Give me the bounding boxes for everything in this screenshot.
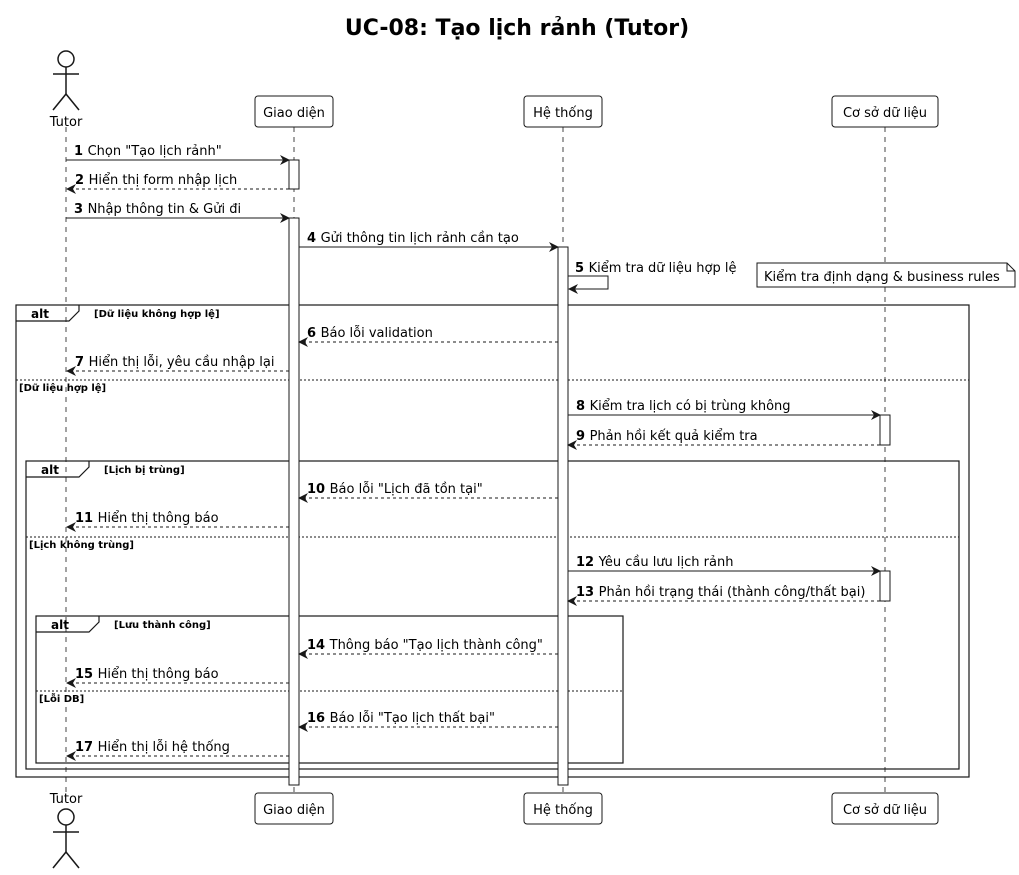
message-2: 2 Hiển thị form nhập lịch (66, 173, 289, 194)
diagram-title: UC-08: Tạo lịch rảnh (Tutor) (345, 16, 689, 41)
message-label: 4 Gửi thông tin lịch rảnh cần tạo (307, 231, 519, 246)
message-label: 7 Hiển thị lỗi, yêu cầu nhập lại (75, 355, 274, 370)
actor-label: Tutor (49, 792, 83, 807)
message-label: 8 Kiểm tra lịch có bị trùng không (576, 399, 791, 414)
participant-sys: Hệ thống (523, 792, 603, 825)
activation-db (879, 414, 891, 446)
message-label: 5 Kiểm tra dữ liệu hợp lệ (575, 261, 736, 276)
fragment-operator: alt (41, 463, 59, 477)
message-label: 17 Hiển thị lỗi hệ thống (75, 740, 230, 755)
message-label: 1 Chọn "Tạo lịch rảnh" (74, 144, 222, 159)
alt-fragment: alt [Lịch bị trùng] [Lịch không trùng] (25, 460, 960, 770)
participant-ui: Giao diện (254, 792, 334, 825)
activation-ui (288, 217, 300, 786)
message-label: 9 Phản hồi kết quả kiểm tra (576, 429, 758, 444)
message-label: 13 Phản hồi trạng thái (thành công/thất … (576, 585, 865, 600)
message-label: 10 Báo lỗi "Lịch đã tồn tại" (307, 482, 483, 497)
message-16: 16 Báo lỗi "Tạo lịch thất bại" (298, 711, 558, 732)
activation-sys (557, 246, 569, 786)
message-label: 12 Yêu cầu lưu lịch rảnh (576, 555, 733, 570)
message-11: 11 Hiển thị thông báo (66, 511, 289, 532)
message-13: 13 Phản hồi trạng thái (thành công/thất … (567, 585, 880, 606)
alt-fragment: alt [Dữ liệu không hợp lệ] [Dữ liệu hợp lệ… (15, 304, 970, 778)
message-10: 10 Báo lỗi "Lịch đã tồn tại" (298, 482, 558, 503)
participant-label: Hệ thống (533, 803, 593, 818)
fragment-operator: alt (51, 618, 69, 632)
actor-label: Tutor (49, 115, 83, 130)
fragment-guard: [Dữ liệu hợp lệ] (19, 382, 106, 394)
activation-ui (288, 159, 300, 190)
message-5: 5 Kiểm tra dữ liệu hợp lệ (568, 261, 736, 294)
activation-db (879, 570, 891, 602)
participant-label: Cơ sở dữ liệu (843, 803, 927, 818)
participant-label: Hệ thống (533, 106, 593, 121)
message-17: 17 Hiển thị lỗi hệ thống (66, 740, 289, 761)
participant-label: Giao diện (263, 106, 325, 121)
participant-label: Giao diện (263, 803, 325, 818)
actor-tutor-bottom: Tutor (49, 792, 83, 869)
message-label: 3 Nhập thông tin & Gửi đi (74, 202, 241, 217)
message-6: 6 Báo lỗi validation (298, 326, 558, 347)
fragment-guard: [Dữ liệu không hợp lệ] (94, 308, 220, 320)
message-8: 8 Kiểm tra lịch có bị trùng không (568, 399, 881, 420)
message-4: 4 Gửi thông tin lịch rảnh cần tạo (299, 231, 559, 252)
participant-sys: Hệ thống (523, 95, 603, 128)
message-14: 14 Thông báo "Tạo lịch thành công" (298, 638, 558, 659)
message-3: 3 Nhập thông tin & Gửi đi (66, 202, 290, 223)
message-label: 6 Báo lỗi validation (307, 326, 433, 341)
fragment-guard: [Lịch bị trùng] (104, 464, 185, 476)
message-label: 11 Hiển thị thông báo (75, 511, 219, 526)
alt-fragment: alt [Lưu thành công] [Lỗi DB] (35, 615, 624, 764)
message-label: 16 Báo lỗi "Tạo lịch thất bại" (307, 711, 495, 726)
note-text: Kiểm tra định dạng & business rules (764, 270, 1000, 285)
note: Kiểm tra định dạng & business rules (756, 262, 1016, 288)
message-12: 12 Yêu cầu lưu lịch rảnh (568, 555, 881, 576)
participant-label: Cơ sở dữ liệu (843, 106, 927, 121)
message-9: 9 Phản hồi kết quả kiểm tra (567, 429, 880, 450)
participant-db: Cơ sở dữ liệu (831, 792, 939, 825)
participant-ui: Giao diện (254, 95, 334, 128)
message-15: 15 Hiển thị thông báo (66, 667, 289, 688)
message-label: 2 Hiển thị form nhập lịch (75, 173, 237, 188)
message-7: 7 Hiển thị lỗi, yêu cầu nhập lại (66, 355, 289, 376)
fragment-guard: [Lỗi DB] (39, 692, 84, 705)
message-label: 14 Thông báo "Tạo lịch thành công" (307, 638, 543, 653)
participant-db: Cơ sở dữ liệu (831, 95, 939, 128)
fragment-guard: [Lưu thành công] (114, 619, 211, 631)
message-label: 15 Hiển thị thông báo (75, 667, 219, 682)
actor-tutor-top: Tutor (49, 50, 83, 130)
fragment-operator: alt (31, 307, 49, 321)
message-1: 1 Chọn "Tạo lịch rảnh" (66, 144, 290, 165)
fragment-guard: [Lịch không trùng] (29, 539, 134, 551)
